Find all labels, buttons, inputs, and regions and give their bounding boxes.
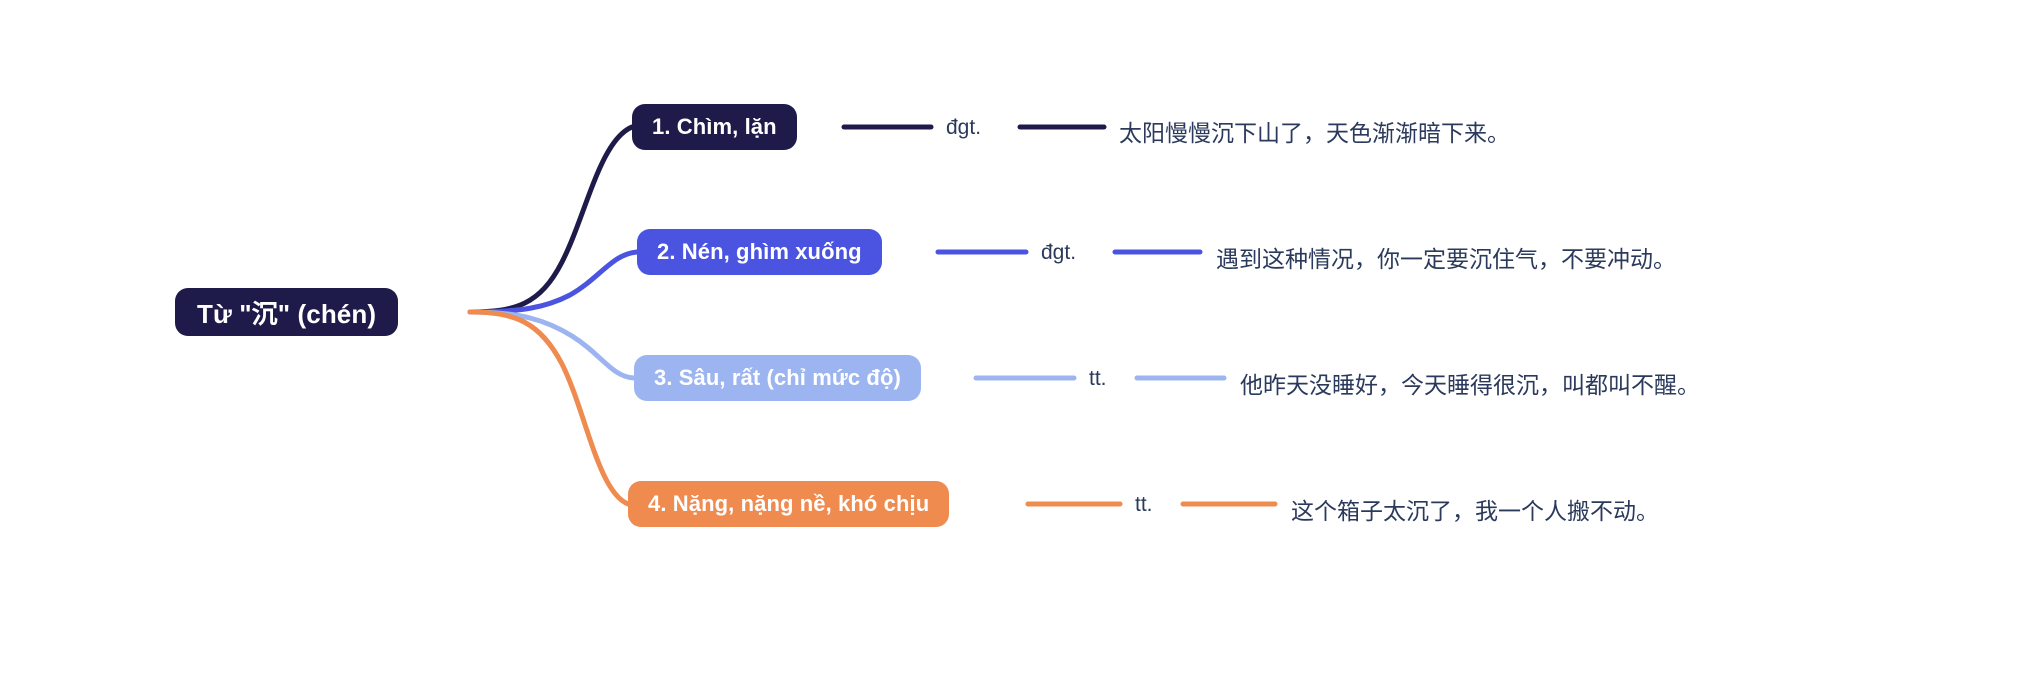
example-sentence-1: 太阳慢慢沉下山了，天色渐渐暗下来。: [1119, 121, 1510, 147]
branch-node-4[interactable]: 4. Nặng, nặng nề, khó chịu: [628, 481, 950, 527]
root-node[interactable]: Từ "沉" (chén): [175, 288, 399, 336]
pos-label-1: đgt.: [946, 116, 982, 139]
pos-label-4: tt.: [1135, 493, 1153, 516]
example-sentence-3: 他昨天没睡好，今天睡得很沉，叫都叫不醒。: [1240, 373, 1700, 399]
pos-label-3: tt.: [1089, 367, 1107, 390]
branch-curve-1: [467, 124, 635, 315]
example-sentence-2: 遇到这种情况，你一定要沉住气，不要冲动。: [1216, 247, 1676, 273]
example-sentence-4: 这个箱子太沉了，我一个人搬不动。: [1291, 499, 1659, 525]
branch-node-2[interactable]: 2. Nén, ghìm xuống: [637, 229, 882, 275]
branch-node-1[interactable]: 1. Chìm, lặn: [632, 104, 797, 150]
branch-curve-2: [467, 249, 640, 315]
pos-label-2: đgt.: [1041, 241, 1077, 264]
branch-curve-4: [467, 309, 631, 507]
branch-node-3[interactable]: 3. Sâu, rất (chỉ mức độ): [634, 355, 921, 401]
